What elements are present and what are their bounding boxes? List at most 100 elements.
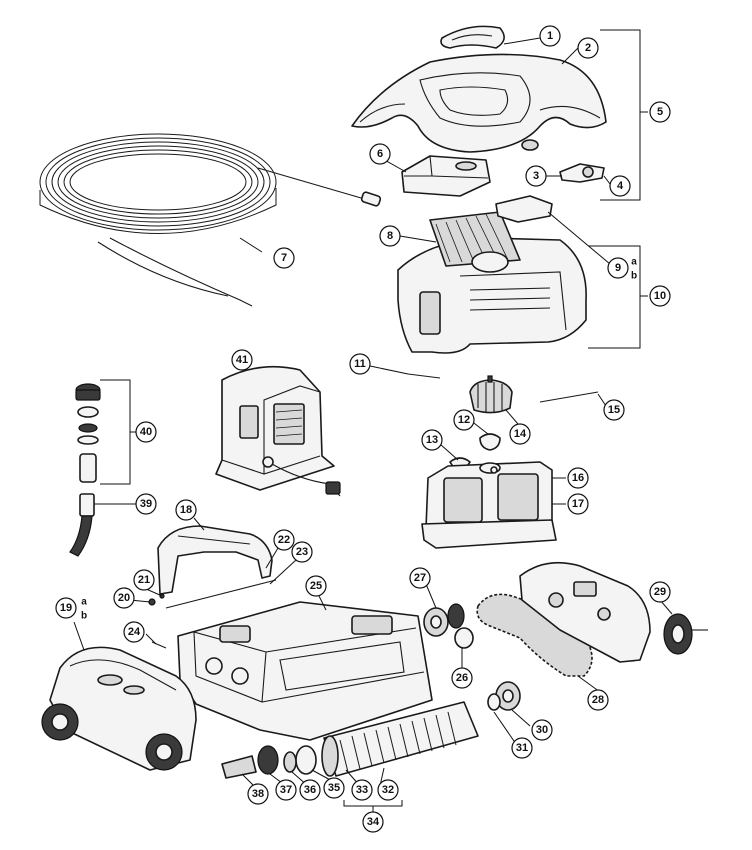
callout-36: 36 [299,779,321,801]
callout-1: 1 [539,25,561,47]
svg-text:36: 36 [304,784,316,796]
callout-26: 26 [451,667,473,689]
variant-19a: a [81,597,87,608]
variant-9b: b [631,271,637,282]
svg-text:2: 2 [585,42,591,54]
svg-text:34: 34 [367,816,380,828]
impeller [469,375,513,414]
svg-text:24: 24 [128,626,141,638]
svg-text:33: 33 [356,784,368,796]
svg-text:11: 11 [354,358,366,370]
svg-text:12: 12 [458,414,470,426]
callout-34: 34 [362,811,384,833]
svg-text:30: 30 [536,724,548,736]
svg-text:21: 21 [138,574,150,586]
cable-end [69,493,95,557]
filter-basket [397,195,587,354]
svg-text:14: 14 [514,428,527,440]
callout-19: 19 [55,597,77,619]
side-housing [41,646,197,771]
power-supply [215,365,341,497]
svg-text:19: 19 [60,602,72,614]
callout-11: 11 [349,353,371,375]
callout-40: 40 [135,421,157,443]
side-handle [157,525,273,595]
pulley-set [423,603,474,649]
svg-text:38: 38 [252,788,264,800]
svg-text:29: 29 [654,586,666,598]
leader-lines [73,37,673,791]
svg-text:15: 15 [608,404,620,416]
callout-39: 39 [135,493,157,515]
callout-35: 35 [323,777,345,799]
svg-text:4: 4 [617,180,624,192]
svg-text:17: 17 [572,498,584,510]
latch-piece [401,155,491,197]
callout-28: 28 [587,689,609,711]
callout-16: 16 [567,467,589,489]
callout-10: 10 [649,285,671,307]
callout-25: 25 [305,575,327,597]
bracket-40 [100,379,136,485]
callout-30: 30 [531,719,553,741]
callout-12: 12 [453,409,475,431]
svg-text:6: 6 [377,148,383,160]
callout-33: 33 [351,779,373,801]
callout-24: 24 [123,621,145,643]
drive-track [476,593,593,677]
callout-9: 9 [607,257,629,279]
bracket-34 [343,800,403,812]
svg-text:23: 23 [296,546,308,558]
right-wheel [663,613,708,655]
callout-31: 31 [511,737,533,759]
svg-text:28: 28 [592,694,604,706]
svg-text:26: 26 [456,672,468,684]
motor-block [421,461,557,549]
chassis [177,601,433,741]
bracket-5 [600,29,648,201]
cable-coil [39,133,382,307]
callout-21: 21 [133,569,155,591]
callout-8: 8 [379,225,401,247]
svg-text:18: 18 [180,504,192,516]
callout-5: 5 [649,101,671,123]
callout-29: 29 [649,581,671,603]
callout-2: 2 [577,37,599,59]
svg-text:22: 22 [278,534,290,546]
svg-text:9: 9 [615,262,621,274]
svg-text:20: 20 [118,592,130,604]
rear-wheel [145,733,183,771]
callout-37: 37 [275,779,297,801]
gear-stack [221,745,317,779]
callout-15: 15 [603,399,625,421]
small-gear [487,681,521,711]
svg-text:35: 35 [328,782,340,794]
bracket-10 [588,245,648,349]
variant-19b: b [81,611,87,622]
svg-text:3: 3 [533,170,539,182]
callout-3: 3 [525,165,547,187]
callout-18: 18 [175,499,197,521]
callout-14: 14 [509,423,531,445]
svg-text:39: 39 [140,498,152,510]
pin-left [407,373,441,379]
callout-6: 6 [369,143,391,165]
svg-text:10: 10 [654,290,666,302]
right-side-frame [519,561,651,663]
pin-right [539,391,599,403]
svg-text:1: 1 [547,30,553,42]
brush-roller [321,701,479,777]
callout-41: 41 [231,349,253,371]
top-cover [351,53,607,153]
svg-text:7: 7 [281,252,287,264]
clip-part [559,163,605,183]
svg-text:32: 32 [382,784,394,796]
svg-text:8: 8 [387,230,393,242]
callout-7: 7 [273,247,295,269]
svg-text:31: 31 [516,742,528,754]
callout-13: 13 [421,429,443,451]
axle-rod [165,579,277,609]
callout-32: 32 [377,779,399,801]
callout-4: 4 [609,175,631,197]
